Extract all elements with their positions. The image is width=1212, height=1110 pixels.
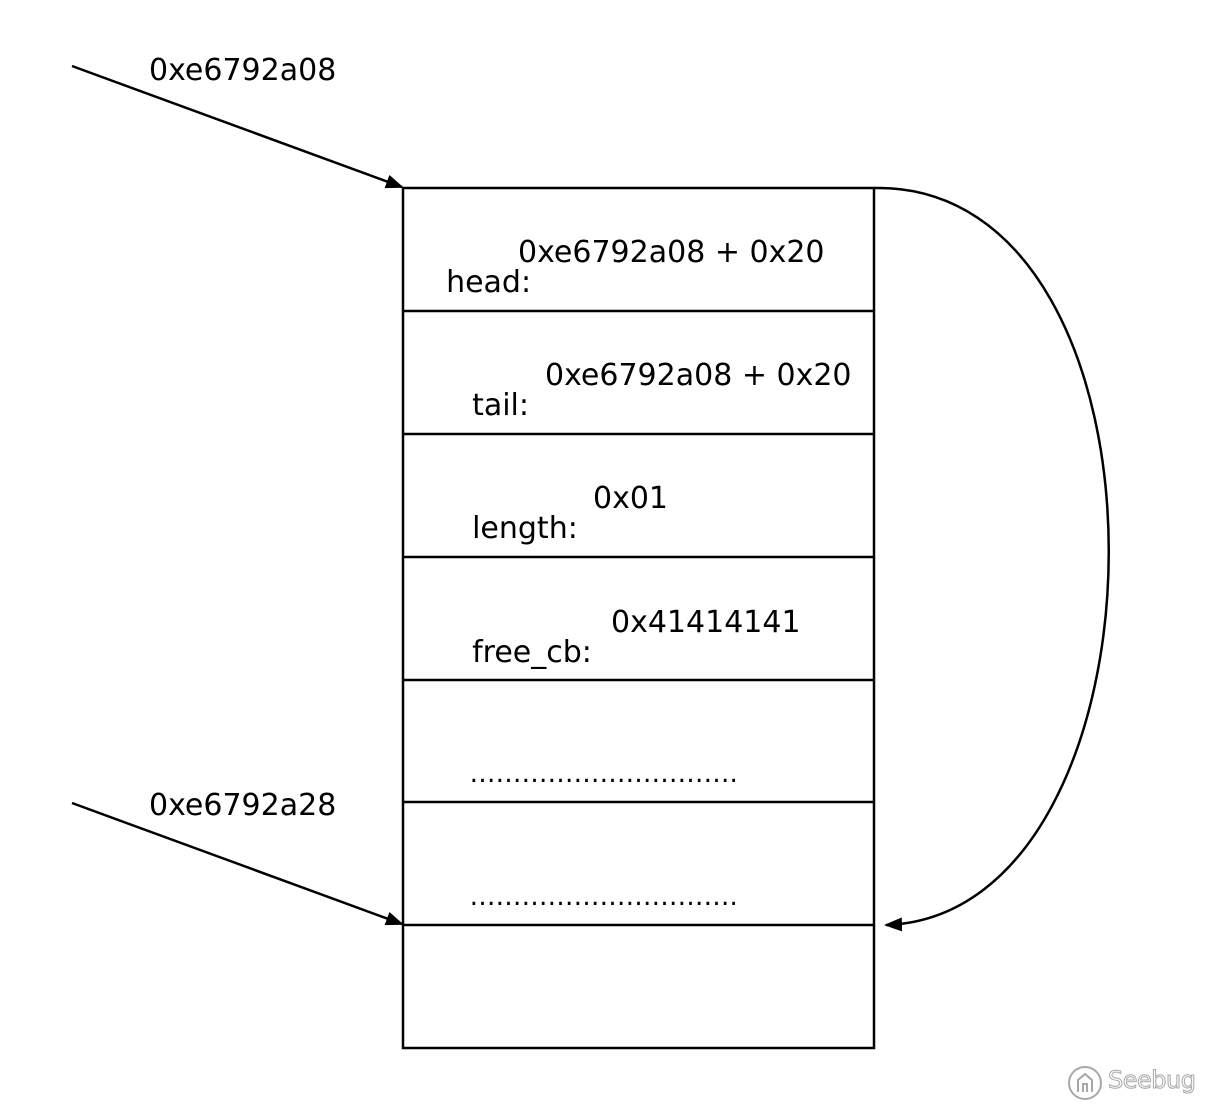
cell-ellipsis-2: …………………………. [453, 858, 738, 910]
cell-head: head: 0xe6792a08 + 0x20 [427, 238, 824, 328]
cell-length-value: 0x01 [593, 481, 669, 516]
pointer-arrow-top [71, 64, 404, 189]
cell-length-field: length: [472, 511, 578, 546]
seebug-logo-icon [1068, 1066, 1102, 1100]
cell-ellipsis-1-value: …………………………. [469, 759, 738, 789]
pointer-label-top: 0xe6792a08 [149, 53, 337, 88]
cell-free-cb: free_cb: 0x41414141 [453, 608, 800, 698]
head-to-tail-curved-arrow [873, 186, 1110, 932]
cell-tail-value: 0xe6792a08 + 0x20 [545, 358, 852, 393]
cell-head-value: 0xe6792a08 + 0x20 [518, 235, 825, 270]
seebug-watermark-text: Seebug [1107, 1066, 1196, 1094]
cell-length: length: 0x01 [453, 484, 668, 574]
memory-block [401, 186, 876, 1050]
cell-free-cb-value: 0x41414141 [611, 605, 801, 640]
seebug-watermark: Seebug [1066, 1064, 1196, 1104]
pointer-label-bottom: 0xe6792a28 [149, 788, 337, 823]
cell-free-cb-field: free_cb: [472, 635, 592, 670]
cell-empty [453, 970, 472, 1030]
cell-head-field: head: [446, 265, 532, 300]
cell-ellipsis-2-value: …………………………. [469, 882, 738, 912]
cell-tail: tail: 0xe6792a08 + 0x20 [453, 361, 851, 451]
cell-ellipsis-1: …………………………. [453, 735, 738, 787]
cell-tail-field: tail: [472, 388, 530, 423]
pointer-arrow-bottom [71, 801, 404, 926]
